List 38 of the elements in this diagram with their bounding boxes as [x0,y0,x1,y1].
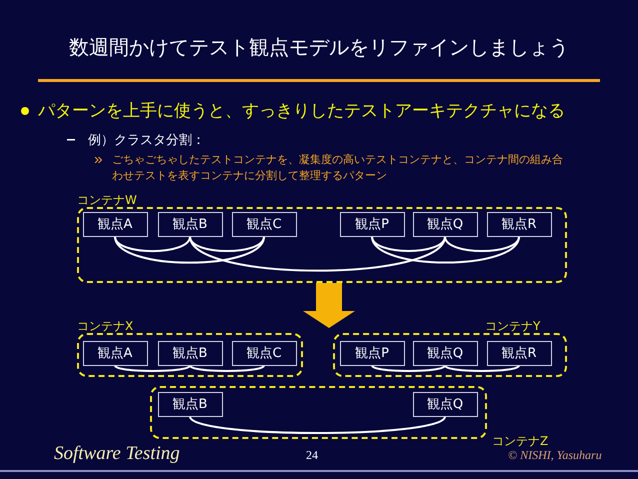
sub-bullet-text: 例）クラスタ分割： [88,132,205,149]
slide-title: 数週間かけてテスト観点モデルをリファインしましょう [68,34,570,61]
viewpoint-box: 観点Q [412,212,478,236]
viewpoint-box: 観点Q [412,340,478,366]
connector-curve [114,236,265,264]
footer-text: Software Testing [54,443,180,465]
viewpoint-box: 観点P [340,212,404,236]
container-label: コンテナX [77,319,134,333]
viewpoint-box: 観点P [340,340,404,366]
connector-curve [444,364,520,372]
viewpoint-box: 観点Q [412,392,478,416]
page-number: 24 [306,448,318,463]
connector-curve [444,236,520,252]
container-label: コンテナY [485,319,540,333]
block-arrow [303,283,355,328]
viewpoint-box: 観点C [232,212,296,236]
connector-curve [189,416,446,434]
container-label: コンテナZ [492,434,548,448]
connector-curve [189,236,265,252]
connector-curve [371,236,446,252]
viewpoint-box: 観点B [158,392,222,416]
viewpoint-box: 観点A [82,340,148,366]
copyright-text: © NISHI, Yasuharu [508,448,602,463]
connector-curve [371,236,520,264]
container-label: コンテナW [77,193,137,207]
viewpoint-box: 観点R [486,340,552,366]
bullet-text: パターンを上手に使うと、すっきりしたテストアーキテクチャになる [38,100,565,122]
connector-curve [189,236,446,272]
connector-curve [114,236,191,252]
viewpoint-box: 観点B [158,340,222,366]
viewpoint-box: 観点A [82,212,148,236]
connector-curve [371,364,446,372]
connector-curve [114,364,191,372]
description-text: ごちゃごちゃしたテストコンテナを、凝集度の高いテストコンテナと、コンテナ間の組み合わせテストを表すコンテナに分割して整理するパターン [112,152,564,184]
viewpoint-box: 観点B [158,212,222,236]
viewpoint-box: 観点R [486,212,552,236]
viewpoint-box: 観点C [232,340,296,366]
connector-curve [189,364,265,372]
